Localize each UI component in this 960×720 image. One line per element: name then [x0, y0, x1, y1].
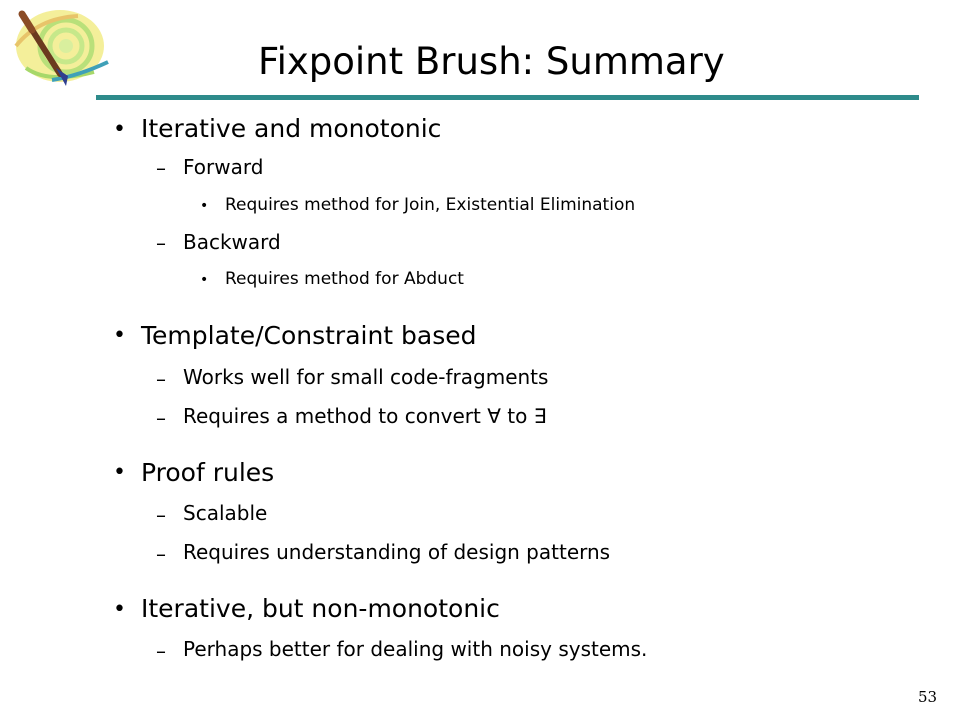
slide-title: Fixpoint Brush: Summary [258, 40, 725, 83]
bullet-proof-rules: Proof rules [141, 458, 275, 487]
paint-palette-brush-icon [14, 10, 109, 86]
sub-bullet-small-fragments: Works well for small code-fragments [183, 365, 549, 389]
sub-bullet-convert-quantifier: Requires a method to convert ∀ to ∃ [183, 404, 547, 428]
sub-bullet-marker: – [156, 231, 166, 255]
bullet-marker: • [113, 597, 126, 622]
bullet-marker: • [113, 117, 126, 142]
sub-bullet-backward: Backward [183, 230, 281, 254]
sub-bullet-forward: Forward [183, 155, 264, 179]
sub-bullet-noisy-systems: Perhaps better for dealing with noisy sy… [183, 637, 648, 661]
sub-bullet-marker: – [156, 156, 166, 180]
sub-sub-bullet-marker: • [200, 272, 209, 288]
sub-sub-bullet-backward-requirement: Requires method for Abduct [225, 269, 464, 289]
sub-bullet-marker: – [156, 542, 166, 566]
sub-bullet-marker: – [156, 367, 166, 391]
bullet-marker: • [113, 323, 126, 348]
sub-bullet-marker: – [156, 639, 166, 663]
sub-bullet-marker: – [156, 406, 166, 430]
sub-sub-bullet-marker: • [200, 198, 209, 214]
bullet-marker: • [113, 460, 126, 485]
bullet-iterative-non-monotonic: Iterative, but non-monotonic [141, 594, 500, 623]
sub-bullet-design-patterns: Requires understanding of design pattern… [183, 540, 611, 564]
title-divider [96, 95, 919, 100]
page-number: 53 [918, 688, 938, 706]
bullet-iterative-monotonic: Iterative and monotonic [141, 114, 442, 143]
sub-bullet-scalable: Scalable [183, 501, 268, 525]
sub-bullet-marker: – [156, 503, 166, 527]
bullet-template-constraint: Template/Constraint based [141, 321, 477, 350]
sub-sub-bullet-forward-requirement: Requires method for Join, Existential El… [225, 195, 636, 215]
